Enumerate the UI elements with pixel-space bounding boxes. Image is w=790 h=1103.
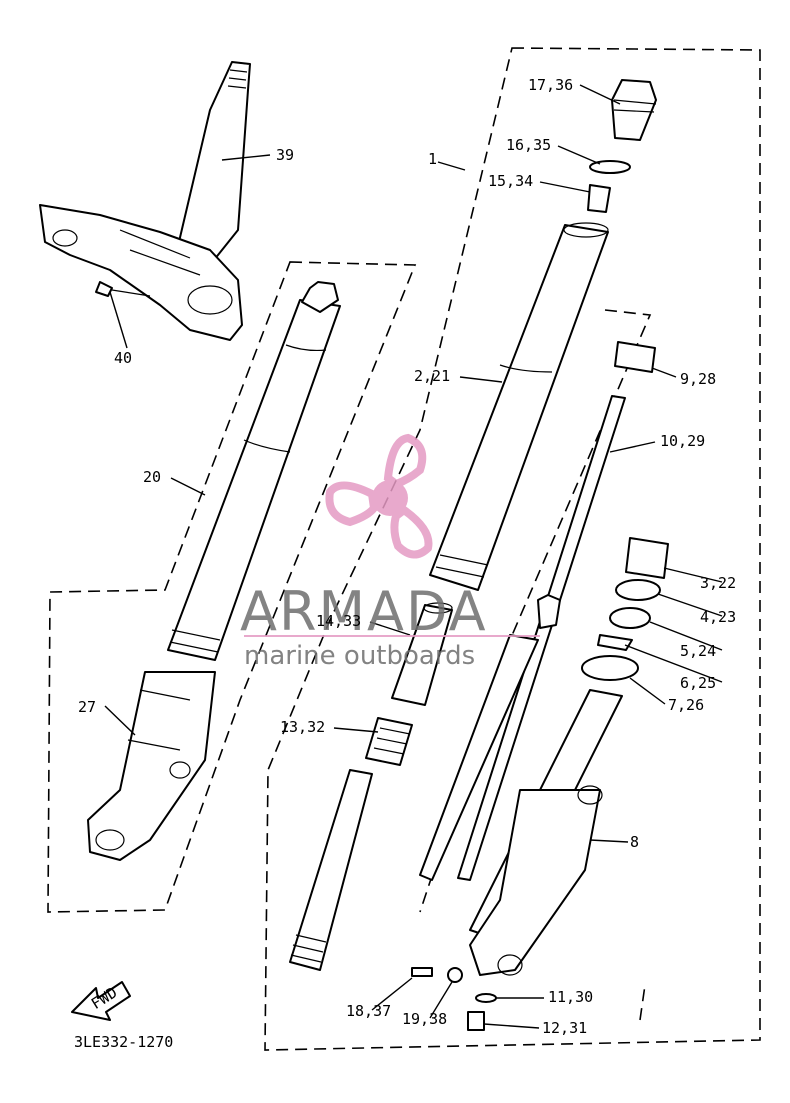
outer-tube-assembly: [429, 79, 657, 591]
callout-7-26: 7,26: [668, 696, 704, 714]
inner-tube-assembly: [289, 602, 453, 971]
group-boundary-spring: [639, 984, 646, 1021]
steering-stem-assembly: [39, 61, 251, 341]
damper-rod-assembly: [419, 341, 656, 881]
callout-1: 1: [428, 150, 437, 168]
callout-16-35: 16,35: [506, 136, 551, 154]
fwd-arrow-icon: FWD: [71, 981, 131, 1021]
watermark-brand: ARMADA: [240, 580, 488, 643]
callout-labels: 17,36 16,35 15,34 1 39 40 2,21 9,28 10,2…: [74, 76, 736, 1051]
callout-13-32: 13,32: [280, 718, 325, 736]
callout-39: 39: [276, 146, 294, 164]
propeller-blade-icon: [325, 481, 379, 527]
callout-18-37: 18,37: [346, 1002, 391, 1020]
callout-14-33: 14,33: [316, 612, 361, 630]
armada-logo: ARMADA marine outboards: [240, 433, 540, 671]
callout-4-23: 4,23: [700, 608, 736, 626]
callout-15-34: 15,34: [488, 172, 533, 190]
propeller-blade-icon: [390, 505, 433, 559]
group-boundary-right: [264, 47, 761, 1051]
callout-12-31: 12,31: [542, 1019, 587, 1037]
watermark-tagline: marine outboards: [244, 641, 475, 671]
propeller-hub-icon: [372, 480, 408, 516]
callout-11-30: 11,30: [548, 988, 593, 1006]
callout-3-22: 3,22: [700, 574, 736, 592]
callout-10-29: 10,29: [660, 432, 705, 450]
callout-19-38: 19,38: [402, 1010, 447, 1028]
callout-6-25: 6,25: [680, 674, 716, 692]
callout-20: 20: [143, 468, 161, 486]
diagram-code: 3LE332-1270: [74, 1033, 173, 1051]
callout-2-21: 2,21: [414, 367, 450, 385]
callout-27: 27: [78, 698, 96, 716]
callout-40: 40: [114, 349, 132, 367]
callout-17-36: 17,36: [528, 76, 573, 94]
callout-8: 8: [630, 833, 639, 851]
callout-9-28: 9,28: [680, 370, 716, 388]
leader-lines: [104, 84, 723, 1029]
left-fork-assembly: [87, 281, 341, 861]
right-lower-fork-assembly: [411, 537, 669, 1031]
propeller-blade-icon: [383, 433, 427, 489]
callout-5-24: 5,24: [680, 642, 716, 660]
group-boundary-left: [47, 261, 417, 913]
